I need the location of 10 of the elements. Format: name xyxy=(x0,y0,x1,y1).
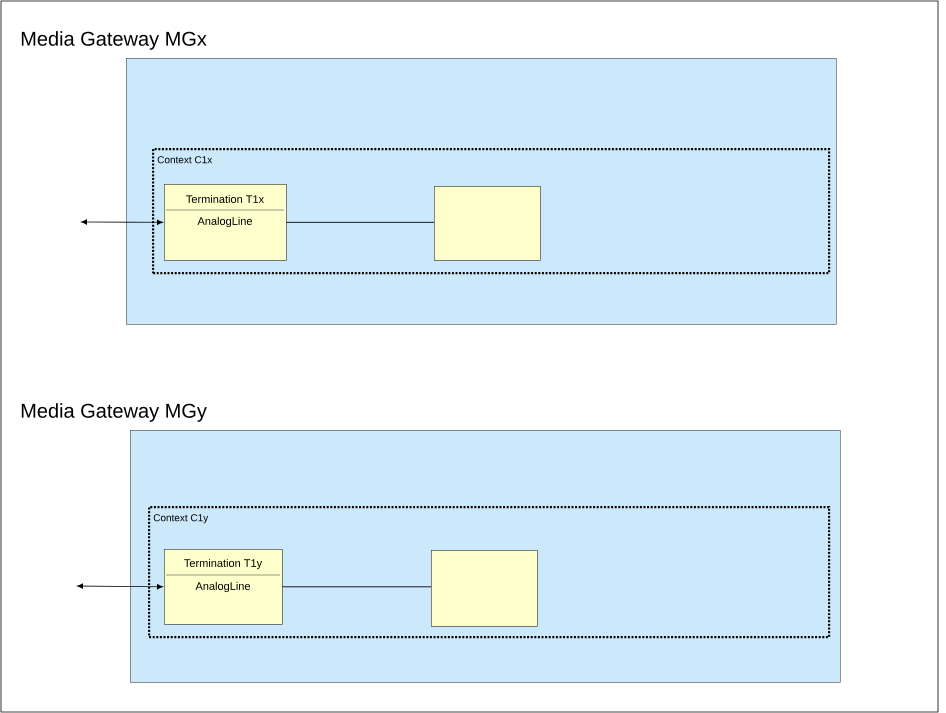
empty-box xyxy=(434,186,541,261)
node-label: Media Gateway MGx xyxy=(22,31,207,50)
connector-line xyxy=(77,583,163,590)
termination-box: Termination T1x AnalogLine xyxy=(164,184,287,261)
node-label: Media Gateway MGy xyxy=(22,403,207,422)
connector-line xyxy=(282,586,432,588)
empty-box xyxy=(431,550,538,627)
connector-line xyxy=(81,219,163,225)
termination-box: Termination T1y AnalogLine xyxy=(164,549,283,625)
connector-line xyxy=(286,222,434,223)
